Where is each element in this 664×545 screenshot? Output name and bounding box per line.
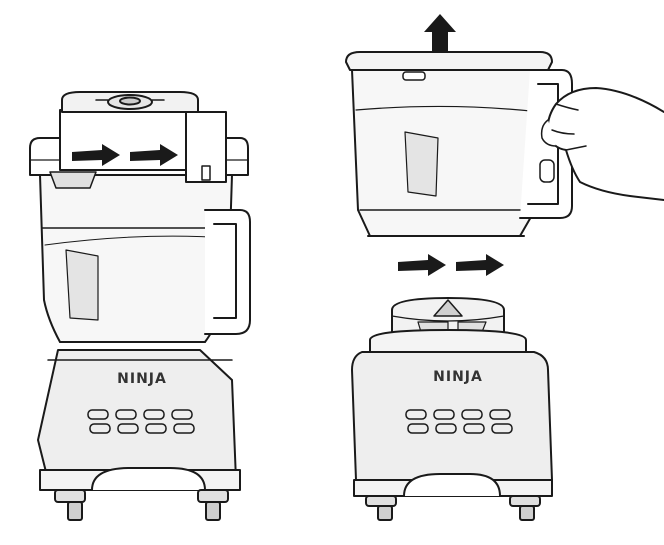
up-arrow-icon [424, 14, 456, 60]
motor-base-left [37, 349, 241, 521]
removal-step: NINJA [345, 14, 664, 521]
brand-logo-left: NINJA [117, 371, 167, 387]
insert-arrows-left [72, 144, 178, 166]
right-arrow-icon [130, 144, 178, 166]
assembled-processor: NINJA [29, 91, 251, 521]
control-buttons-right [405, 409, 513, 434]
twist-arrows-right [398, 254, 504, 276]
right-arrow-icon [456, 254, 504, 276]
bowl-handle-left [204, 209, 251, 335]
bowl-lifted [345, 51, 553, 237]
right-arrow-icon [72, 144, 120, 166]
bowl-left [39, 174, 233, 343]
motor-base-right [351, 329, 553, 521]
right-arrow-icon [398, 254, 446, 276]
control-buttons-left [87, 409, 195, 434]
hand [540, 87, 664, 201]
brand-logo-right: NINJA [433, 369, 483, 385]
